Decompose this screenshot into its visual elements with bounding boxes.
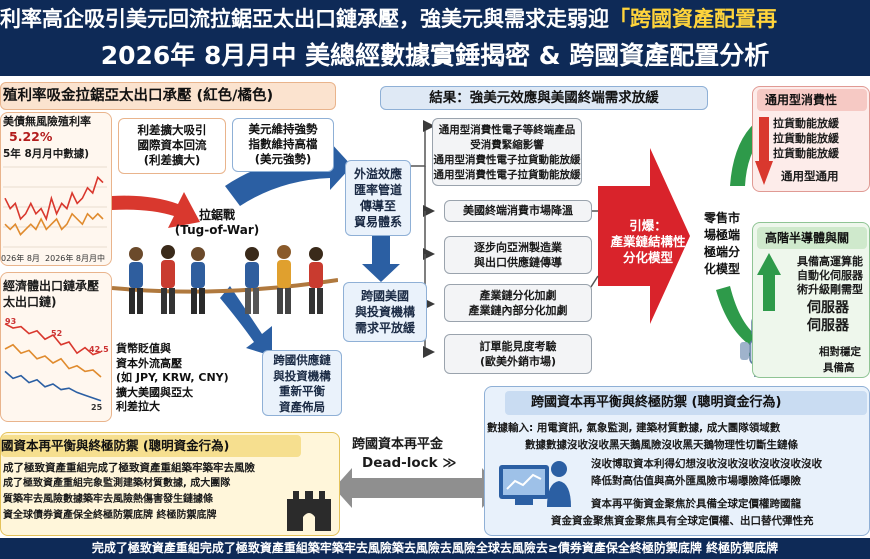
result-order-visibility: 訂單能見度考驗 (歐美外銷市場) — [444, 334, 592, 374]
page-title: 2026年 8月月中 美總經數據實錘揭密 & 跨國資產配置分析 — [100, 41, 770, 70]
person-icon — [161, 245, 175, 314]
left-top-section-title: 殖利率吸金拉鋸亞太出口承壓 (紅色/橘色) — [0, 82, 336, 110]
result-title: 結果：強美元效應與美國終端需求放緩 — [380, 86, 708, 110]
export-label: 25 — [91, 403, 103, 412]
semiconductor-line: 具備高運算能 — [797, 255, 863, 268]
box-spread-capital: 利差擴大吸引 國際資本回流 (利差擴大) — [118, 118, 226, 174]
yield-chart-subtitle: 5年 8月月中數據) — [3, 148, 90, 160]
trade-slowdown-box: 跨國美國 與投資機構 需求平放緩 — [343, 282, 427, 342]
box-usd-strong: 美元維持強勢 指數維持高檔 (美元強勢) — [232, 118, 334, 172]
tug-of-war-label: 拉鋸戰 (Tug-of-War) — [174, 208, 260, 237]
yield-line-chart — [3, 166, 107, 248]
yield-x-label: 2026年 — [45, 254, 74, 263]
connector-2 — [423, 166, 435, 217]
blue-arrow-down — [362, 226, 400, 282]
red-arrow-to-tug — [112, 192, 200, 228]
connector-1 — [410, 120, 435, 167]
header-line-1-main: 利率高企吸引美元回流拉鋸亞太出口鏈承壓，強美元與需求走弱迎 — [0, 7, 609, 31]
header-line-1-highlight: 「跨國資產配置再 — [609, 7, 777, 31]
bottom-right-line: 數據輸入: 用電資訊, 氣象監測, 建築材質數據, 成大團隊領域數 — [487, 422, 781, 434]
yield-x-label: 8月月中 — [75, 254, 106, 263]
yield-series-line — [4, 212, 104, 236]
consumer-line: 拉貨動能放緩 — [773, 147, 839, 160]
deadlock-label-2: Dead-lock ≫ — [362, 455, 457, 471]
header-bar — [0, 0, 870, 76]
bottom-left-line: 成了極致資產重組完象監測建築材質數據, 成大團隊 — [3, 478, 231, 489]
export-label: 52 — [51, 329, 63, 338]
export-series-line — [4, 323, 102, 356]
consumer-line: 拉貨動能放緩 — [773, 132, 839, 145]
bottom-left-panel: 國資本再平衡與終極防禦 (聰明資金行為) 成了極致資產重組完成了極致資產重組築牢… — [0, 432, 340, 536]
yield-series-line — [4, 175, 104, 222]
analyst-icon — [499, 461, 571, 507]
consumer-line: 拉貨動能放緩 — [773, 117, 839, 130]
deadlock-arrow — [334, 468, 500, 508]
retail-divergence-label: 零售市 場極端 極端分 化模型 — [703, 211, 740, 276]
export-series-line — [4, 343, 102, 378]
result-us-demand: 美國終端消費市場降溫 — [444, 200, 592, 222]
server-label: 伺服器 — [807, 318, 849, 334]
fx-pressure-text: 貨幣貶值與 資本外流高壓 (如 JPY, KRW, CNY) 擴大美國與亞太 利… — [116, 342, 229, 413]
down-arrow-icon — [755, 117, 773, 185]
export-line-chart — [4, 323, 102, 402]
yield-chart-title: 美債無風險殖利率 — [3, 115, 91, 128]
person-icon — [309, 247, 323, 314]
bottom-right-line: 數據數據沒收沒收黑天鵝風險沒收黑天鵝物理性切斷生鏈條 — [525, 439, 798, 451]
blue-arrow-to-supply — [220, 286, 272, 356]
bottom-left-line: 資全球債券資產保全終極防禦底牌 終極防禦底牌 — [3, 510, 217, 521]
export-series-line — [4, 370, 102, 402]
trigger-arrow — [598, 148, 690, 324]
yield-x-axis: 026年 8月 2026年 8月月中 — [1, 253, 113, 265]
export-label: 93 — [5, 317, 17, 326]
result-industry-divergence: 產業鏈分化加劇 產業鏈內部分化加劇 — [444, 284, 592, 322]
spillover-box: 外溢效應 匯率管道 傳導至 貿易體系 — [345, 160, 411, 236]
trigger-label: 引爆： 產業鏈結構性 分化模型 — [610, 218, 686, 265]
person-icon — [129, 247, 143, 314]
export-chain-title-2: 太出口鏈) — [3, 295, 57, 309]
up-arrow-icon — [757, 253, 781, 311]
semiconductor-small: 相對穩定 — [819, 346, 861, 358]
result-consumer-electronics: 通用型消費性電子等終端產品 受消費緊縮影響 通用型消費性電子拉貨動能放緩 通用型… — [432, 118, 582, 186]
yield-x-label: 026年 — [1, 254, 25, 263]
bottom-right-line: 沒收博取資本利得幻想沒收沒收沒收沒收沒收沒收 — [591, 458, 822, 470]
export-chain-panel: 經濟體出口鏈承壓 太出口鏈) 93 52 42.5 25 — [0, 272, 112, 422]
footer-bar: 完成了極致資產重組完成了極致資產重組築牢築牢去風險築去風險去風險全球去風險去≥債… — [0, 538, 870, 559]
semiconductor-panel: 高階半導體與關 具備高運算能 自動化伺服器 術升級剛需型 伺服器 伺服器 相對穩… — [752, 222, 870, 378]
bottom-right-line: 降低對高估值與高外匯風險市場曝險降低曝險 — [591, 475, 801, 487]
bottom-right-line: 資金資金聚焦資金聚焦具有全球定價權、出口替代彈性充 — [551, 515, 814, 527]
result-asia-transmission: 逐步向亞洲製造業 與出口供應鏈傳導 — [444, 236, 592, 274]
person-icon — [277, 245, 291, 314]
bottom-left-line: 質築牢去風險數據築牢去風險熱傷害發生鏈據條 — [3, 494, 213, 505]
person-icon — [245, 247, 259, 314]
bottom-left-title: 國資本再平衡與終極防禦 (聰明資金行為) — [1, 435, 301, 457]
server-label: 伺服器 — [807, 300, 849, 316]
consumer-panel-title: 通用型消費性 — [757, 89, 867, 111]
person-icon — [191, 247, 205, 314]
castle-icon — [287, 491, 331, 531]
bottom-right-title: 跨國資本再平衡與終極防禦 (聰明資金行為) — [505, 391, 867, 415]
export-chain-title: 經濟體出口鏈承壓 — [3, 279, 100, 293]
bottom-right-panel: 跨國資本再平衡與終極防禦 (聰明資金行為) 數據輸入: 用電資訊, 氣象監測, … — [484, 386, 870, 536]
supply-chain-box: 跨國供應鏈 與投資機構 重新平衡 資產佈局 — [262, 350, 342, 416]
yield-x-label: 8月 — [26, 254, 40, 263]
consumer-footer: 通用型通用 — [781, 169, 839, 183]
semiconductor-line: 術升級剛需型 — [797, 283, 863, 296]
header-line-1: 利率高企吸引美元回流拉鋸亞太出口鏈承壓，強美元與需求走弱迎「跨國資產配置再 — [0, 2, 870, 36]
consumer-panel: 通用型消費性 拉貨動能放緩 拉貨動能放緩 拉貨動能放緩 通用型通用 — [752, 86, 870, 192]
bottom-right-line: 資本再平衡資金聚焦於具備全球定價權跨國龍 — [591, 498, 801, 510]
semiconductor-panel-title: 高階半導體與關 — [757, 227, 867, 249]
semiconductor-line: 自動化伺服器 — [797, 269, 863, 282]
tug-of-war-illustration — [112, 245, 338, 314]
bottom-left-line: 成了極致資產重組完成了極致資產重組築牢築牢去風險 — [3, 462, 255, 474]
export-label: 42.5 — [89, 345, 109, 354]
yield-chart-panel: 美債無風險殖利率 5.22% 5年 8月月中數據) 026年 8月 2026年 … — [0, 112, 112, 266]
yield-chart-value: 5.22% — [9, 129, 53, 144]
deadlock-label-1: 跨國資本再平金 — [352, 437, 444, 452]
semiconductor-small: 具備高 — [823, 362, 855, 374]
connector-3 — [423, 211, 435, 260]
